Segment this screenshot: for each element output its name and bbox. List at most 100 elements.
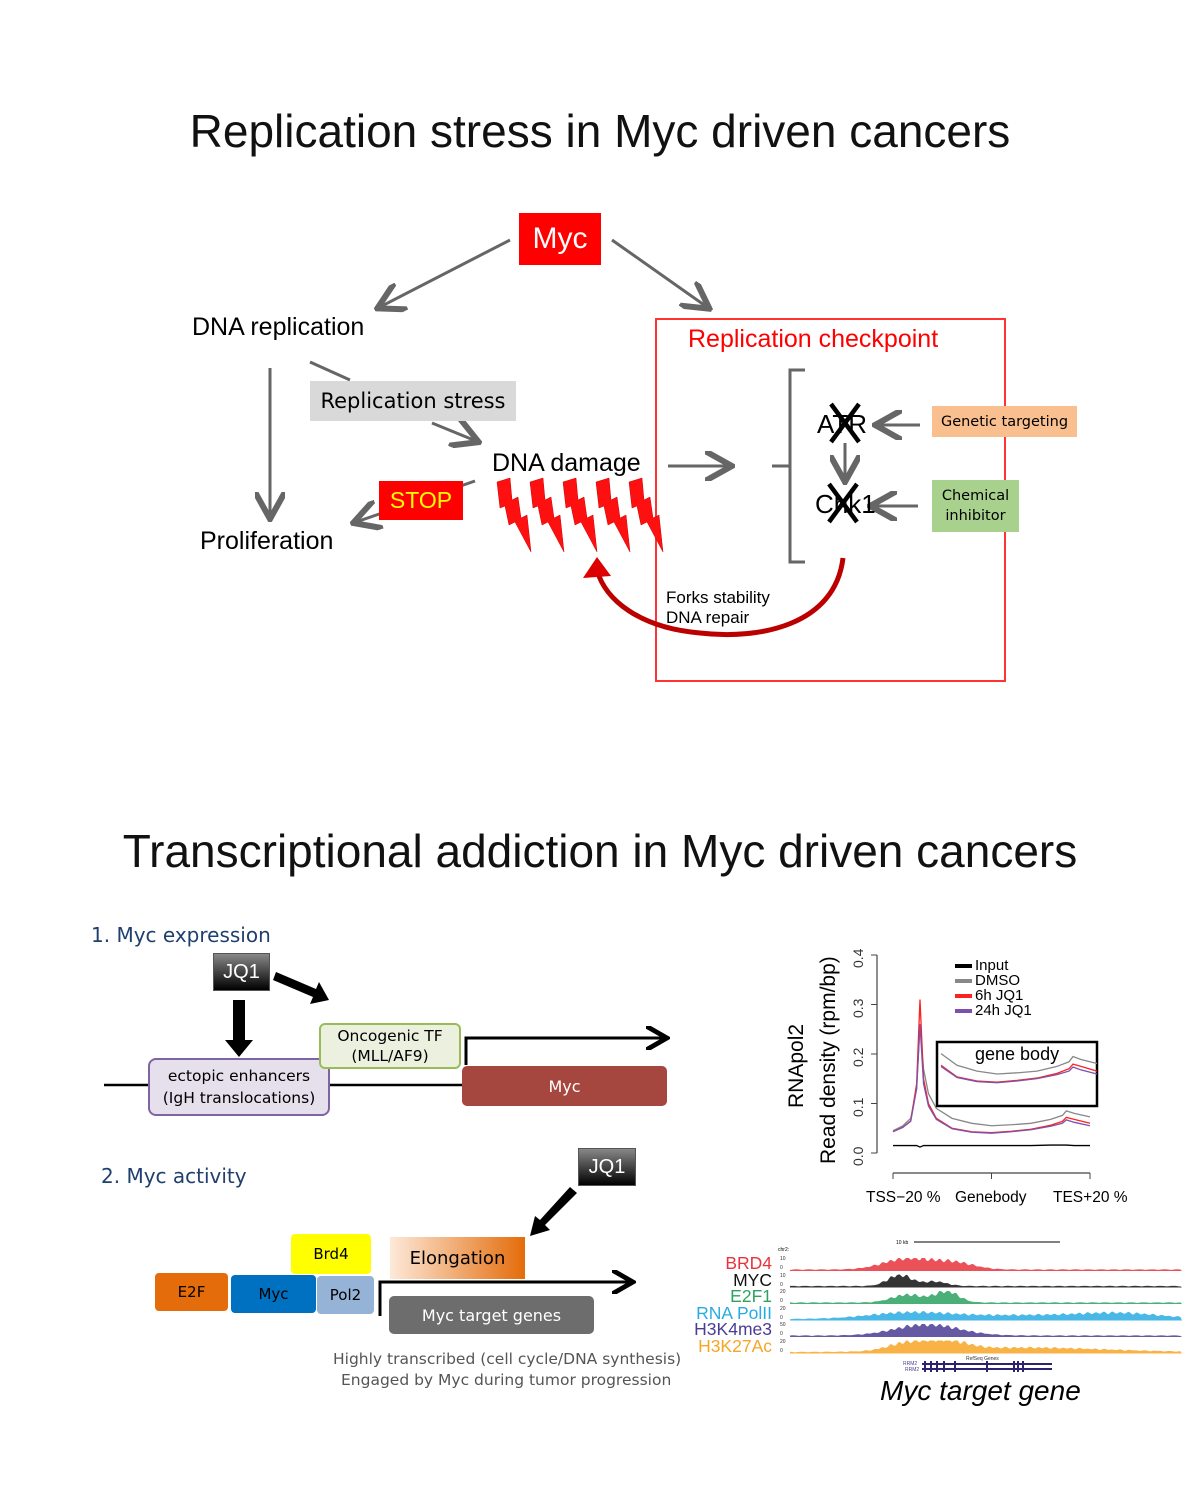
myc-box: Myc bbox=[519, 213, 601, 265]
exon bbox=[986, 1366, 988, 1372]
atr-label: ATR bbox=[817, 409, 868, 439]
exon bbox=[924, 1366, 926, 1372]
chk1-cross-icon bbox=[827, 482, 859, 524]
dna-repair-label: DNA repair bbox=[666, 608, 750, 627]
myc-transcription-arrow bbox=[464, 1038, 664, 1065]
tracks-caption: Myc target gene bbox=[880, 1375, 1081, 1406]
track-label: E2F1 bbox=[730, 1286, 772, 1306]
myc-gene-box: Myc bbox=[462, 1066, 667, 1106]
track-signal-rna-polii bbox=[790, 1310, 1182, 1321]
exon bbox=[1022, 1366, 1024, 1372]
track-label: MYC bbox=[733, 1269, 772, 1290]
mll-af9-label: (MLL/AF9) bbox=[351, 1047, 429, 1065]
exon bbox=[1017, 1361, 1019, 1367]
genome-tracks bbox=[790, 1241, 1182, 1372]
xtick-tss: TSS−20 % bbox=[866, 1189, 941, 1206]
oncogenic-tf-label: Oncogenic TF bbox=[337, 1027, 443, 1045]
stop-box: STOP bbox=[379, 481, 463, 520]
arrow-jq1-to-enhancers bbox=[225, 1000, 253, 1057]
target-genes-box: Myc target genes bbox=[389, 1296, 594, 1334]
arrow-stress-to-damage bbox=[431, 423, 476, 441]
track-label: H3K4me3 bbox=[694, 1319, 772, 1339]
section-myc-expression: 1. Myc expression bbox=[91, 923, 271, 947]
forks-stability-label: Forks stability bbox=[666, 588, 770, 607]
ectopic-enhancers-box: ectopic enhancers (IgH translocations) bbox=[148, 1058, 330, 1116]
atr-cross-icon bbox=[829, 402, 861, 444]
inhibitor-label: inhibitor bbox=[945, 508, 1006, 524]
lightning-bolt-icon bbox=[496, 477, 532, 553]
y-tick-label: 0.3 bbox=[850, 998, 866, 1018]
chart-legend: Input DMSO 6h JQ1 24h JQ1 bbox=[955, 958, 1032, 1018]
e2f-box: E2F bbox=[155, 1273, 228, 1311]
gene-label-1: RRM2 bbox=[903, 1361, 918, 1367]
arrow-jq1-to-elongation bbox=[530, 1187, 577, 1236]
dna-replication-label: DNA replication bbox=[192, 313, 365, 341]
exon bbox=[930, 1361, 932, 1367]
xtick-tes: TES+20 % bbox=[1053, 1189, 1128, 1206]
series-line-input bbox=[893, 1144, 1090, 1148]
chk1-label: Chk1 bbox=[815, 489, 876, 519]
ectopic-label: ectopic enhancers bbox=[167, 1067, 311, 1085]
exon bbox=[943, 1366, 945, 1372]
elongation-box: Elongation bbox=[390, 1237, 525, 1279]
track-label: H3K27Ac bbox=[698, 1335, 772, 1356]
arrow-myc-to-replication bbox=[380, 238, 511, 307]
xtick-genebody: Genebody bbox=[955, 1189, 1027, 1206]
line-replication-to-stress bbox=[309, 360, 351, 382]
top-title: Replication stress in Myc driven cancers bbox=[189, 105, 1011, 157]
exon bbox=[954, 1366, 956, 1372]
track-signal-h3k27ac bbox=[790, 1340, 1182, 1354]
caption-highly-transcribed: Highly transcribed (cell cycle/DNA synth… bbox=[333, 1350, 682, 1368]
oncogenic-tf-box: Oncogenic TF (MLL/AF9) bbox=[319, 1023, 461, 1069]
arrow-jq1-to-tf bbox=[273, 972, 329, 1004]
jq1-box-1: JQ1 bbox=[213, 953, 270, 991]
caption-engaged-by-myc: Engaged by Myc during tumor progression bbox=[341, 1371, 672, 1389]
exon bbox=[936, 1366, 938, 1372]
legend-input: Input bbox=[955, 958, 1032, 973]
inset-line-dmso bbox=[940, 1053, 1098, 1075]
series-line-24h-jq1 bbox=[892, 1024, 1091, 1134]
track-signal-e2f1 bbox=[790, 1291, 1182, 1304]
igh-label: (IgH translocations) bbox=[162, 1089, 316, 1107]
proliferation-label: Proliferation bbox=[200, 527, 334, 555]
repair-arrowhead bbox=[583, 557, 611, 578]
exon bbox=[936, 1361, 938, 1367]
scale-label: 10 kb bbox=[896, 1240, 909, 1246]
lightning-bolt-icon bbox=[595, 477, 631, 553]
exon bbox=[930, 1366, 932, 1372]
legend-6h-jq1: 6h JQ1 bbox=[955, 988, 1032, 1003]
replication-stress-box: Replication stress bbox=[310, 381, 516, 421]
chart-ylabel-1: RNApol2 bbox=[785, 1023, 808, 1108]
bottom-title: Transcriptional addiction in Myc driven … bbox=[122, 825, 1078, 877]
lightning-bolt-icon bbox=[628, 477, 664, 553]
exon bbox=[954, 1361, 956, 1367]
chart-ylabel-2: Read density (rpm/bp) bbox=[817, 956, 840, 1164]
y-tick-label: 0.1 bbox=[850, 1097, 866, 1117]
chrom-label: chr2: bbox=[778, 1247, 790, 1253]
y-tick-label: 0.4 bbox=[850, 948, 866, 968]
y-tick-label: 0.2 bbox=[850, 1047, 866, 1067]
exon bbox=[924, 1361, 926, 1367]
exon bbox=[943, 1361, 945, 1367]
rnapol2-chart bbox=[871, 954, 1099, 1179]
track-signal-brd4 bbox=[790, 1258, 1182, 1271]
y-tick-label: 0.0 bbox=[850, 1146, 866, 1166]
inset-line-24h-jq1 bbox=[940, 1065, 1098, 1084]
chemical-label: Chemical bbox=[941, 488, 1010, 504]
target-transcription-arrow bbox=[378, 1282, 630, 1316]
exon bbox=[1013, 1361, 1015, 1367]
legend-dmso: DMSO bbox=[955, 973, 1032, 988]
legend-24h-jq1: 24h JQ1 bbox=[955, 1003, 1032, 1018]
jq1-box-2: JQ1 bbox=[578, 1148, 636, 1186]
exon bbox=[1017, 1366, 1019, 1372]
exon bbox=[1022, 1361, 1024, 1367]
genetic-targeting-box: Genetic targeting bbox=[932, 406, 1077, 437]
